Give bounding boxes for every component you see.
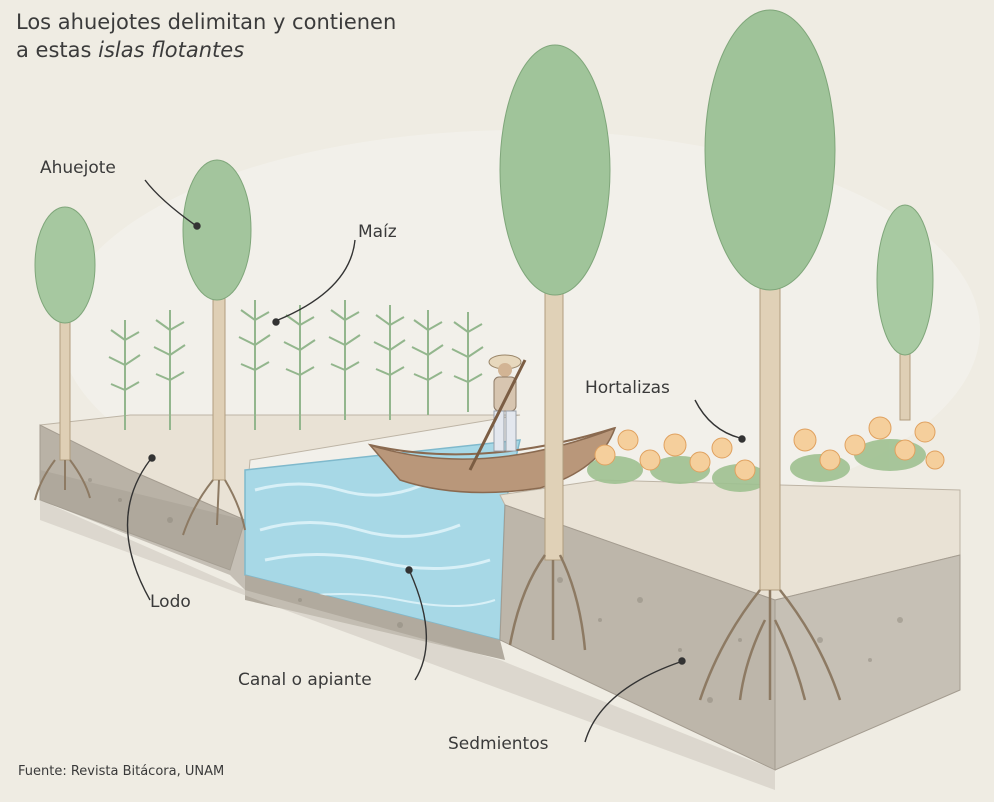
label-hortalizas: Hortalizas bbox=[585, 378, 670, 398]
title-emphasis: islas flotantes bbox=[98, 38, 244, 62]
title-line-2: a estas islas flotantes bbox=[16, 36, 396, 64]
diagram-title: Los ahuejotes delimitan y contienen a es… bbox=[16, 8, 396, 64]
label-ahuejote: Ahuejote bbox=[40, 158, 116, 178]
title-line-1: Los ahuejotes delimitan y contienen bbox=[16, 8, 396, 36]
label-maiz: Maíz bbox=[358, 222, 397, 242]
label-canal: Canal o apiante bbox=[238, 670, 372, 690]
source-credit: Fuente: Revista Bitácora, UNAM bbox=[18, 764, 224, 779]
label-lodo: Lodo bbox=[150, 592, 191, 612]
label-sedimentos: Sedmientos bbox=[448, 734, 548, 754]
title-line-2-prefix: a estas bbox=[16, 38, 98, 62]
